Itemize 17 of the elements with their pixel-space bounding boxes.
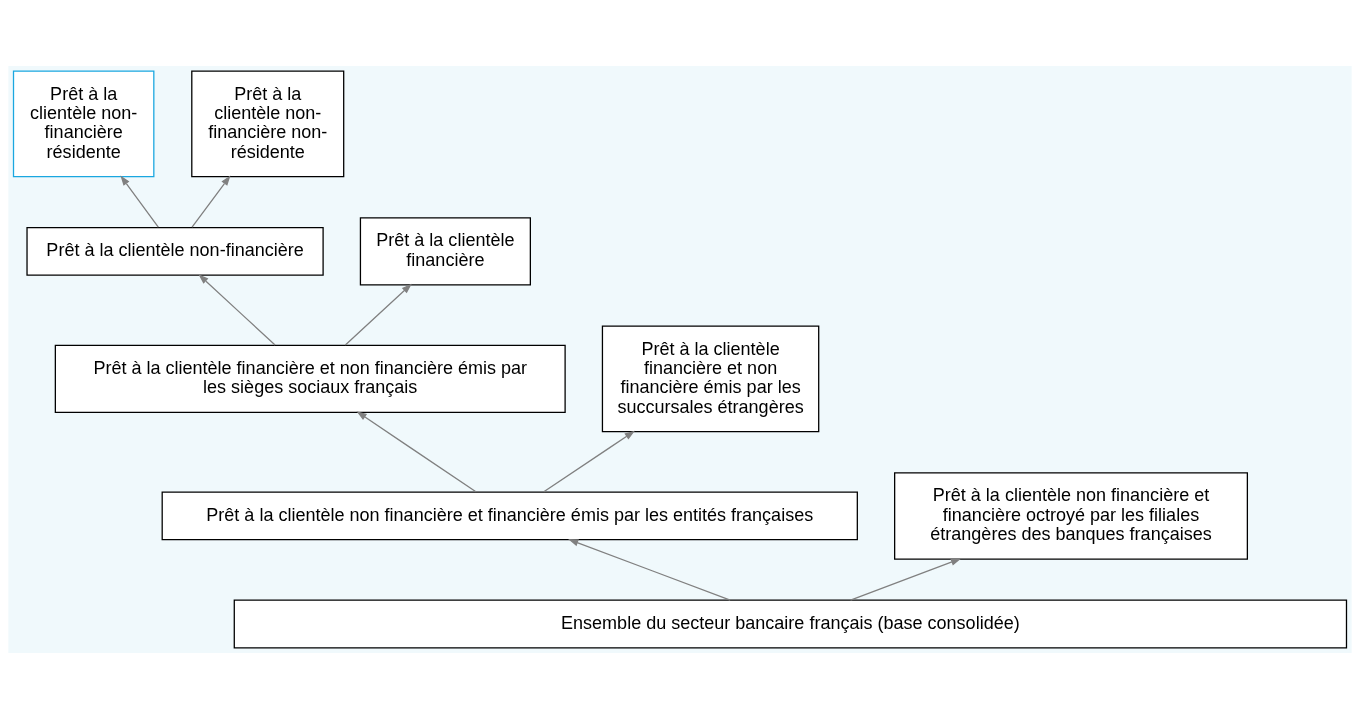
node-box: Prêt à la clientèle non-financière résidente: [12, 70, 155, 177]
node-box: Prêt à la clientèle non financière et financière émis par les entités françaises: [161, 490, 858, 540]
arrow: [344, 283, 412, 346]
node-box: Prêt à la clientèle financière et non financière émis par les sièges sociaux français: [54, 344, 566, 413]
node-box: Prêt à la clientèle non-financière: [26, 226, 324, 276]
arrow: [191, 174, 231, 228]
node-box: Prêt à la clientèle financière: [359, 216, 531, 285]
arrow: [543, 430, 635, 492]
arrow: [120, 174, 159, 228]
node-box: Ensemble du secteur bancaire français (base consolidée): [233, 599, 1348, 648]
arrow: [849, 558, 962, 601]
arrow: [568, 538, 731, 601]
node-box: Prêt à la clientèle non financière et financière octroyé par les filiales étrangères des banques françaises: [894, 471, 1248, 560]
node-box: Prêt à la clientèle non-financière non-résidente: [191, 70, 345, 177]
node-box: Prêt à la clientèle financière et non financière émis par les succursales étrangères: [601, 324, 820, 432]
arrow: [356, 410, 477, 492]
arrow: [198, 273, 276, 346]
